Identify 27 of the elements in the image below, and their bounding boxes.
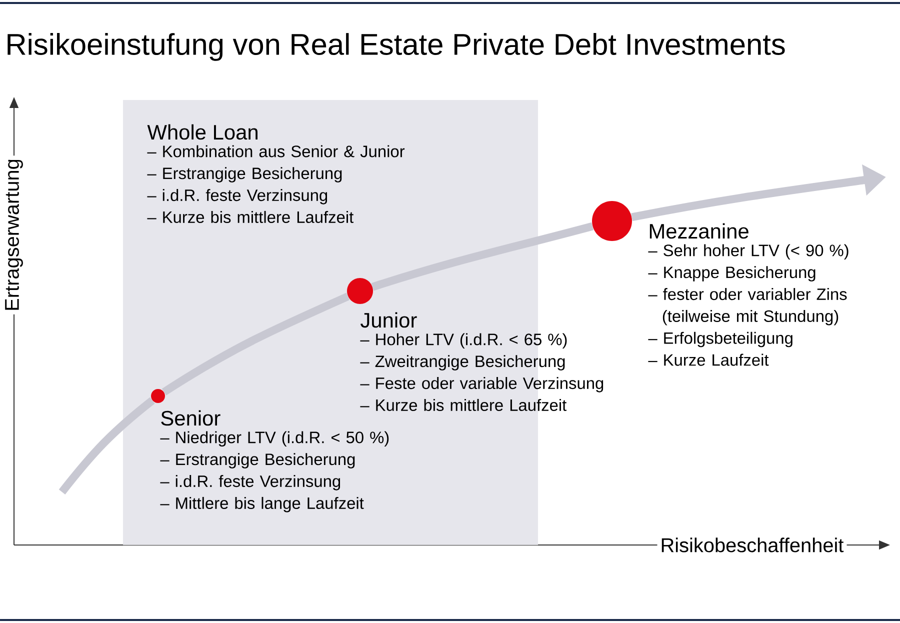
list-item: – Kombination aus Senior & Junior <box>147 145 405 158</box>
title: Risikoeinstufung von Real Estate Private Debt Investments <box>8 33 785 61</box>
list-item: – Hoher LTV (i.d.R. < 65 %) <box>360 333 567 348</box>
list-item: – Zweitrangige Besicherung <box>360 355 565 370</box>
list-item: – Sehr hoher LTV (< 90 %) <box>648 244 848 260</box>
risk-dot <box>592 200 632 241</box>
list-item: – i.d.R. feste Verzinsung <box>160 475 340 490</box>
list-item: – Erstrangige Besicherung <box>160 453 355 468</box>
list-item: – Kurze bis mittlere Laufzeit <box>360 398 567 411</box>
list-item: – Erfolgsbeteiligung <box>648 332 792 348</box>
category-heading: Junior <box>360 312 417 328</box>
axis-label: Risikobeschaffenheit <box>657 534 847 556</box>
axis-label: Ertragserwartung <box>2 156 26 314</box>
list-item: – Kurze Laufzeit <box>648 354 769 366</box>
list-item: – i.d.R. feste Verzinsung <box>147 189 328 204</box>
list-item: – fester oder variabler Zins (teilweise mit Stundung) <box>648 288 847 326</box>
category-heading: Senior <box>161 410 220 426</box>
list-item: – Feste oder variable Verzinsung <box>360 377 604 392</box>
band-heading: Whole Loan <box>147 124 258 140</box>
list-item: – Kurze bis mittlere Laufzeit <box>147 210 354 223</box>
list-item: – Knappe Besicherung <box>648 266 816 282</box>
risk-dot <box>347 278 373 304</box>
list-item: – Mittlere bis lange Laufzeit <box>160 496 364 512</box>
risk-dot <box>151 388 165 403</box>
list-item: – Niedriger LTV (i.d.R. < 50 %) <box>160 431 389 446</box>
list-item: – Erstrangige Besicherung <box>147 167 342 182</box>
category-heading: Mezzanine <box>650 223 748 239</box>
